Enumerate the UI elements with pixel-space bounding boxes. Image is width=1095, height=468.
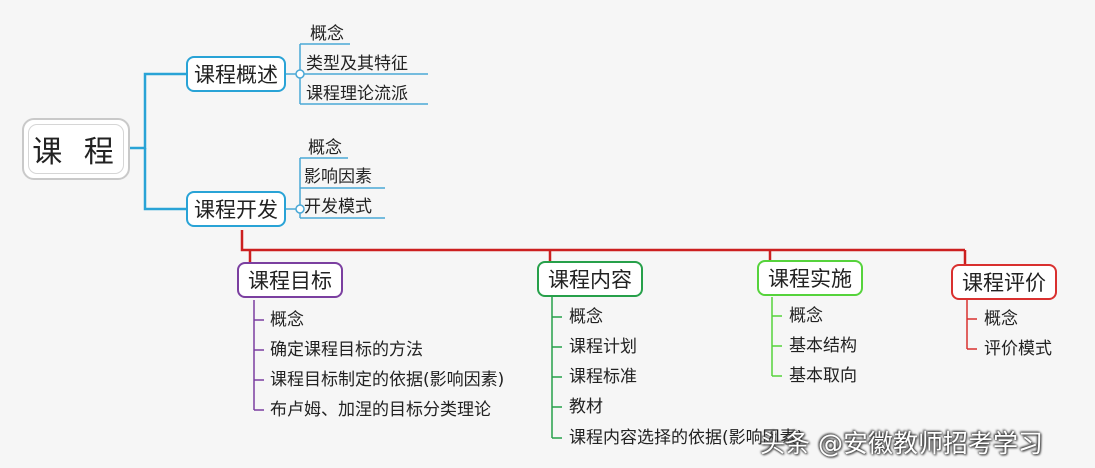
leaf-evaluation-1: 概念 [984,309,1018,329]
root-label: 课 程 [32,135,120,170]
node-course-overview-label: 课程概述 [194,63,278,87]
leaf-objectives-1: 概念 [270,310,304,330]
connector-root-to-development [143,148,186,211]
node-course-development[interactable]: 课程开发 [186,191,286,227]
connector-node-development [295,204,305,214]
leaf-overview-2: 类型及其特征 [306,54,408,74]
leaf-content-4: 教材 [569,397,603,417]
connector-objectives-leaves [253,300,264,411]
node-course-implementation-label: 课程实施 [768,267,852,291]
connector-implementation-leaves [771,297,782,377]
leaf-content-2: 课程计划 [569,337,637,357]
connector-root-to-overview [130,72,186,150]
connector-red-bus [240,230,967,264]
node-course-objectives[interactable]: 课程目标 [237,262,343,298]
connector-node-overview [295,69,305,79]
node-course-overview[interactable]: 课程概述 [186,56,286,92]
root-node-inner-border [28,124,124,174]
node-course-content[interactable]: 课程内容 [537,261,643,297]
node-course-evaluation[interactable]: 课程评价 [951,264,1057,300]
leaf-implementation-1: 概念 [789,306,823,326]
leaf-implementation-2: 基本结构 [789,336,857,356]
leaf-development-3: 开发模式 [304,197,372,217]
leaf-development-2: 影响因素 [304,167,372,187]
node-course-implementation[interactable]: 课程实施 [757,260,863,296]
node-course-content-label: 课程内容 [548,268,632,292]
connector-development-leaves [286,157,385,219]
leaf-implementation-3: 基本取向 [789,366,857,386]
leaf-content-3: 课程标准 [569,367,637,387]
leaf-development-1: 概念 [308,138,342,158]
leaf-overview-1: 概念 [310,24,344,44]
leaf-content-5: 课程内容选择的依据(影响因素) [569,428,804,448]
connector-content-leaves [551,297,562,439]
root-node[interactable]: 课 程 [22,118,130,180]
leaf-evaluation-2: 评价模式 [984,339,1052,359]
watermark-text: 头条 @安徽教师招考学习 [760,429,1043,458]
connector-evaluation-leaves [966,300,977,350]
node-course-development-label: 课程开发 [194,198,278,222]
node-course-evaluation-label: 课程评价 [962,271,1046,295]
leaf-content-1: 概念 [569,307,603,327]
node-course-objectives-label: 课程目标 [248,269,332,293]
leaf-overview-3: 课程理论流派 [306,84,408,104]
leaf-objectives-3: 课程目标制定的依据(影响因素) [270,370,505,390]
leaf-objectives-2: 确定课程目标的方法 [270,340,423,360]
leaf-objectives-4: 布卢姆、加涅的目标分类理论 [270,400,491,420]
